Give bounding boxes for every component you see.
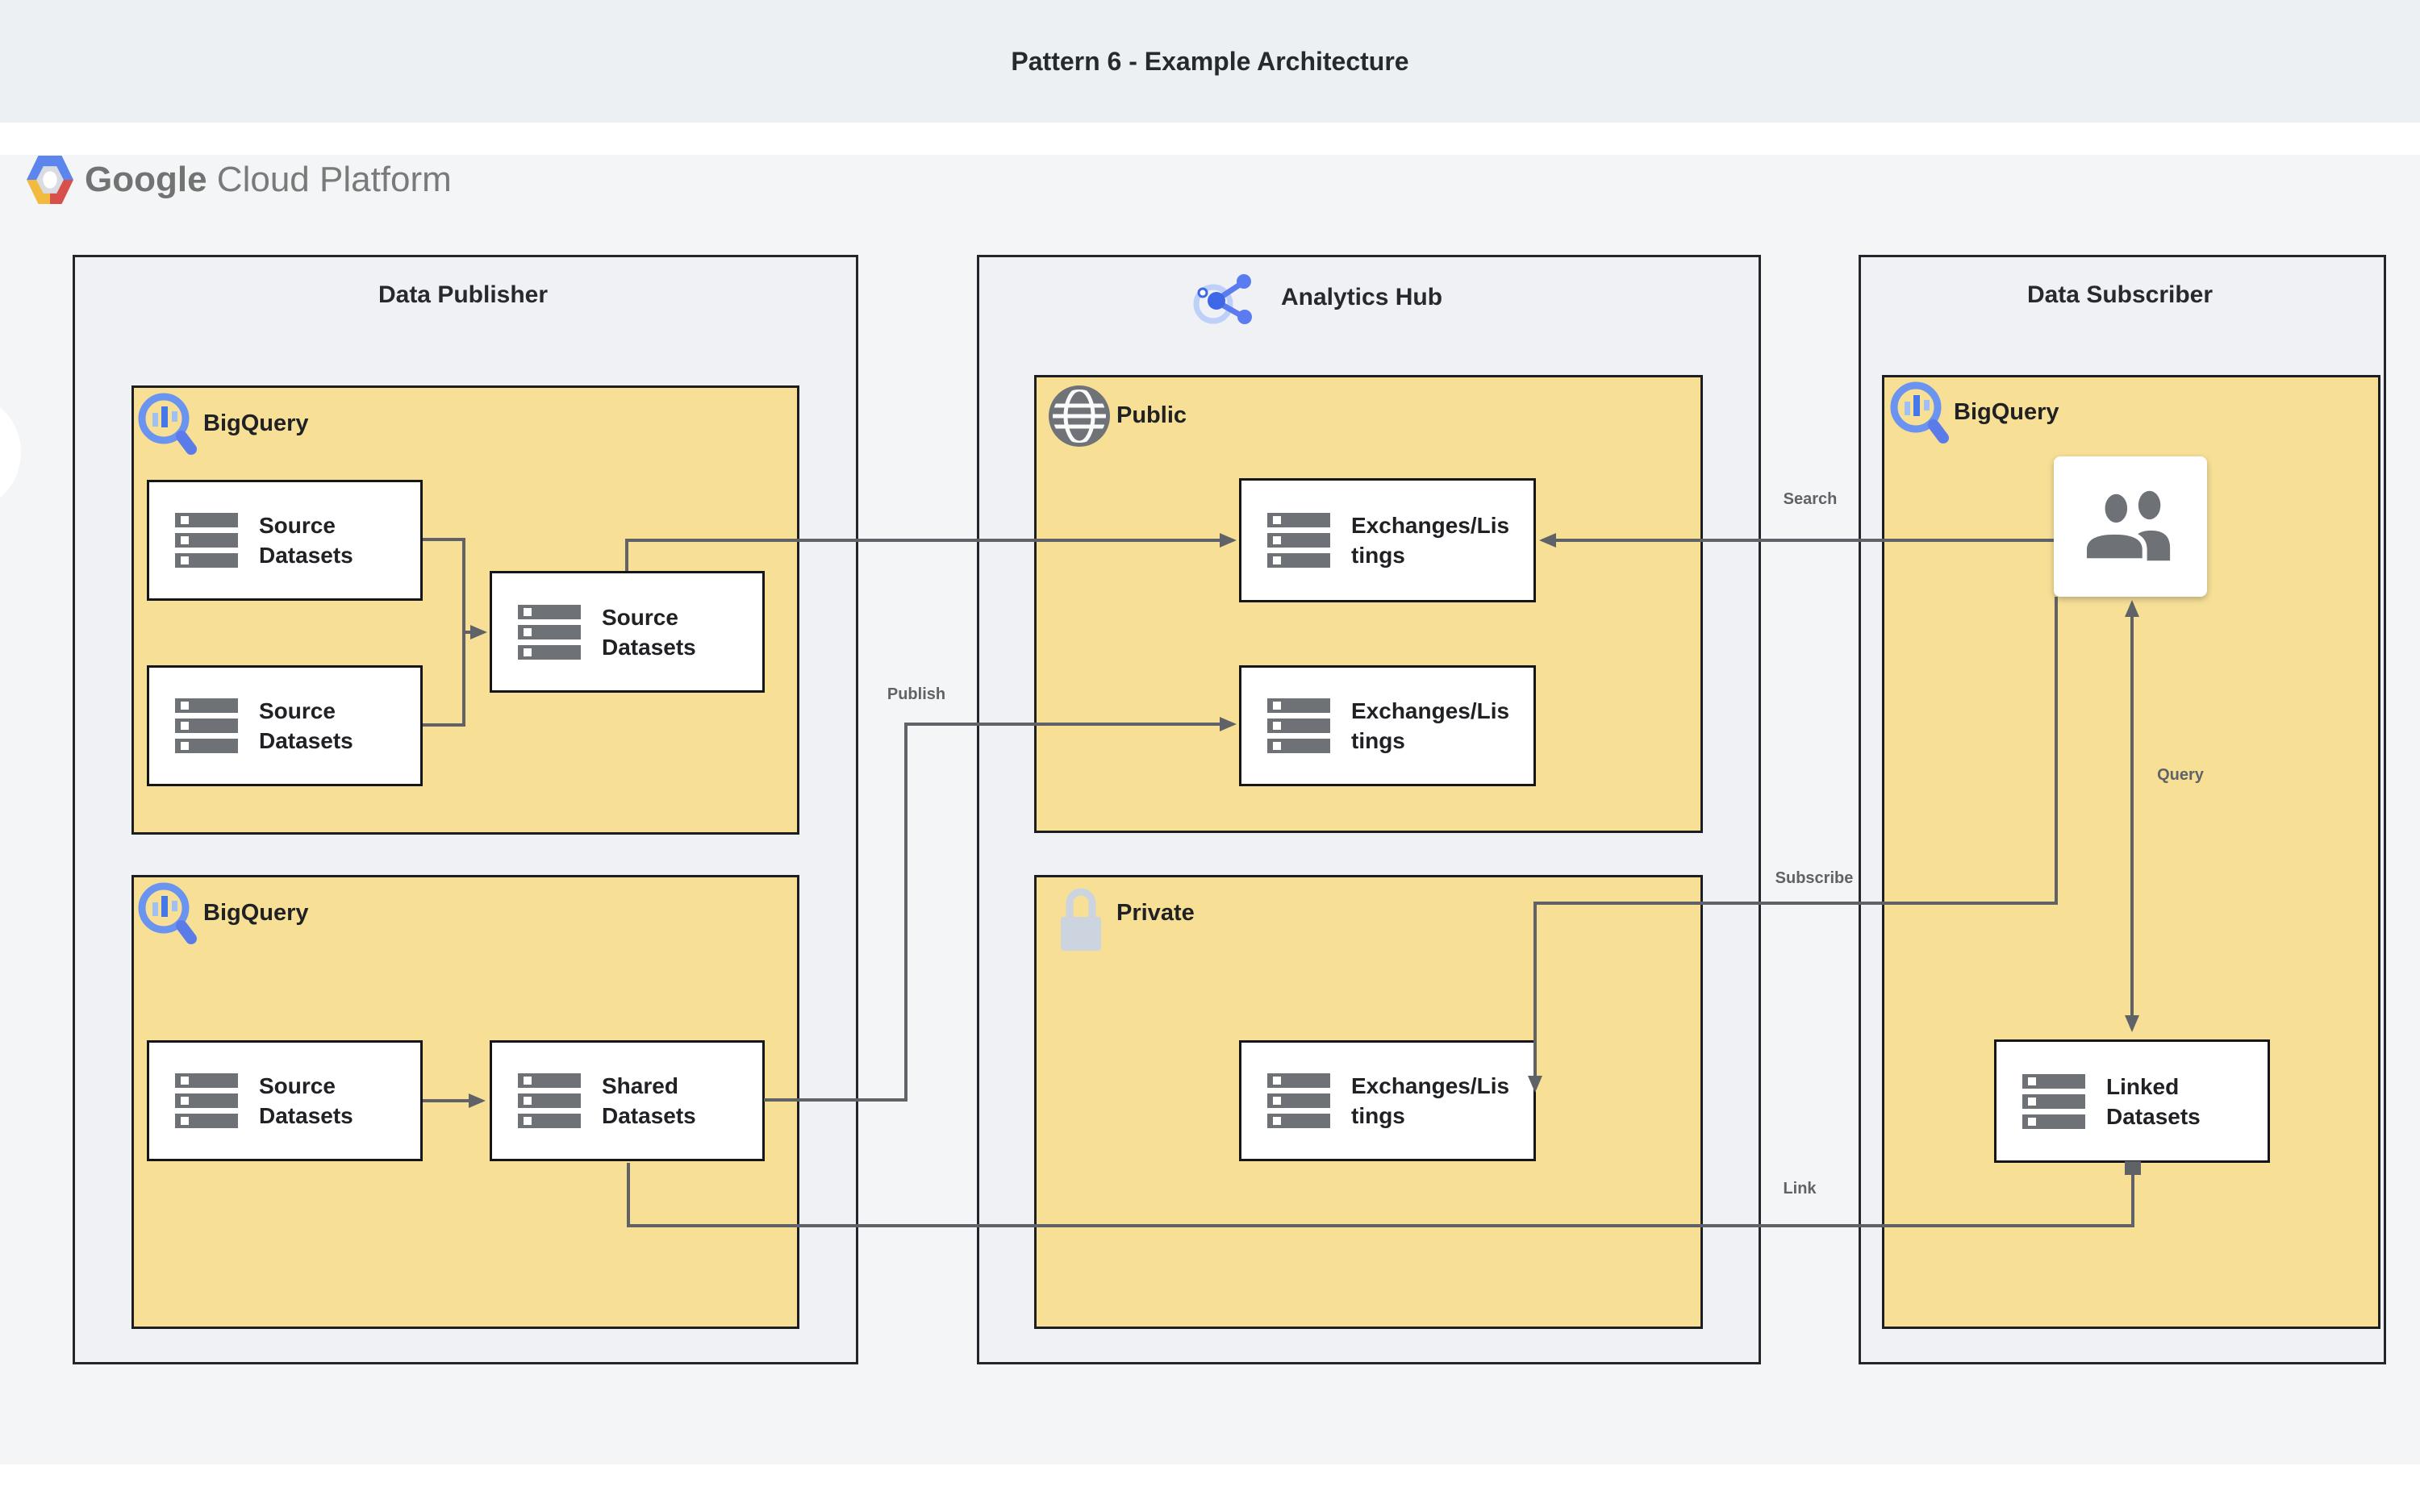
public-globe-icon xyxy=(1049,385,1110,447)
label-private: Private xyxy=(1116,900,1195,926)
bigquery-icon xyxy=(138,393,197,455)
users-card xyxy=(2054,456,2207,597)
bigquery-icon xyxy=(138,882,197,944)
edge-label-subscribe: Subscribe xyxy=(1775,869,1854,887)
brand-google: Google xyxy=(85,160,207,199)
title-analytics-hub: Analytics Hub xyxy=(1281,284,1443,310)
users-icon xyxy=(2082,489,2171,564)
label-bigquery-top: BigQuery xyxy=(203,410,309,436)
page-title: Pattern 6 - Example Architecture xyxy=(1011,47,1409,76)
title-data-subscriber: Data Subscriber xyxy=(2026,281,2213,308)
title-data-publisher: Data Publisher xyxy=(378,281,549,308)
brand-cloud-platform: Cloud Platform xyxy=(216,160,452,199)
edge-label-publish: Publish xyxy=(887,685,946,703)
gcp-brand-text: Google Cloud Platform xyxy=(85,160,452,200)
gcp-brand: Google Cloud Platform xyxy=(27,155,452,205)
bottom-strip xyxy=(0,1464,2420,1512)
datasets-icon xyxy=(175,513,238,568)
edge-label-search: Search xyxy=(1783,490,1838,508)
divider-strip xyxy=(0,123,2420,155)
title-bar xyxy=(0,0,2420,123)
datasets-icon xyxy=(175,698,238,753)
datasets-icon xyxy=(518,1073,581,1128)
label-public: Public xyxy=(1116,402,1187,428)
datasets-icon xyxy=(2022,1073,2085,1129)
analytics-hub-icon xyxy=(1193,274,1252,324)
label-bigquery-subscriber: BigQuery xyxy=(1954,399,2059,425)
bigquery-icon xyxy=(1890,381,1949,444)
datasets-icon xyxy=(175,1073,238,1128)
edge-label-link: Link xyxy=(1783,1180,1817,1198)
private-lock-icon xyxy=(1061,888,1101,951)
datasets-icon xyxy=(1267,1073,1330,1128)
datasets-icon xyxy=(1267,513,1330,568)
datasets-icon xyxy=(1267,698,1330,753)
label-bigquery-bottom: BigQuery xyxy=(203,900,309,926)
edge-label-query: Query xyxy=(2157,766,2204,784)
datasets-icon xyxy=(518,604,581,660)
gcp-logo-icon xyxy=(27,156,73,204)
